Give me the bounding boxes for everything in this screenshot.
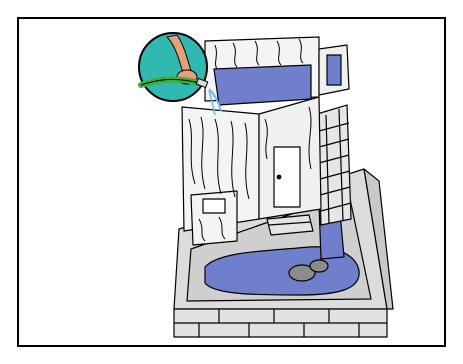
illustration-frame <box>17 17 446 347</box>
water-mill-illustration <box>19 19 444 345</box>
mill-wheel <box>317 105 351 225</box>
